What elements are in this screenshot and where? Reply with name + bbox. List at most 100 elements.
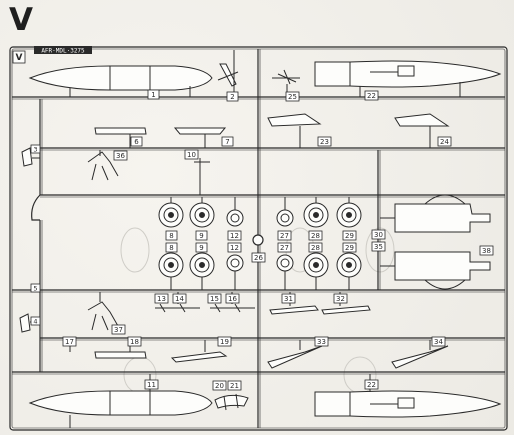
label-29-upper: 29: [342, 230, 357, 241]
svg-text:24: 24: [440, 138, 449, 146]
part-6-strut: [94, 127, 147, 148]
svg-text:9: 9: [199, 244, 203, 252]
svg-text:16: 16: [228, 295, 237, 303]
part-7-strut: [173, 127, 227, 148]
wheel-27-upper: [276, 209, 294, 227]
svg-text:11: 11: [147, 381, 156, 389]
label-24: 24: [437, 136, 452, 147]
label-1: 1: [147, 89, 160, 100]
label-28-upper: 28: [308, 230, 323, 241]
part-33-fin: [267, 340, 323, 369]
part-11-drop-tank-bottom: [28, 374, 213, 428]
label-13: 13: [154, 293, 169, 304]
label-19: 19: [217, 336, 232, 347]
label-2: 2: [226, 91, 239, 102]
svg-text:36: 36: [116, 152, 125, 160]
svg-text:27: 27: [280, 232, 289, 240]
wheel-28-upper: [303, 202, 329, 228]
svg-text:19: 19: [220, 338, 229, 346]
label-29-lower: 29: [342, 242, 357, 253]
svg-text:18: 18: [130, 338, 139, 346]
part-10-stub: [194, 158, 210, 195]
svg-text:28: 28: [311, 244, 320, 252]
svg-text:12: 12: [230, 232, 239, 240]
part-3-clip: [21, 147, 40, 167]
label-20: 20: [212, 380, 227, 391]
part-35-panel: [380, 251, 491, 290]
svg-text:4: 4: [33, 318, 37, 326]
svg-text:35: 35: [374, 243, 383, 251]
label-9-upper: 9: [195, 230, 208, 241]
svg-text:26: 26: [254, 254, 263, 262]
label-30: 30: [371, 229, 386, 240]
label-32: 32: [333, 293, 348, 304]
part-23-fin: [267, 113, 322, 148]
svg-text:5: 5: [33, 285, 37, 293]
svg-text:33: 33: [317, 338, 326, 346]
label-21: 21: [227, 380, 242, 391]
svg-text:14: 14: [175, 295, 184, 303]
svg-text:29: 29: [345, 244, 354, 252]
sprue-frame: [9, 46, 508, 431]
label-27-lower: 27: [277, 242, 292, 253]
label-26: 26: [251, 252, 266, 263]
svg-text:13: 13: [157, 295, 166, 303]
label-9-lower: 9: [195, 242, 208, 253]
svg-text:2: 2: [230, 93, 234, 101]
label-28-lower: 28: [308, 242, 323, 253]
svg-text:15: 15: [210, 295, 219, 303]
part-30-panel: [380, 194, 491, 233]
corner-tag: V: [12, 50, 26, 64]
sprue-title: V: [9, 2, 33, 38]
label-27-upper: 27: [277, 230, 292, 241]
wheel-9-lower: [189, 252, 215, 278]
label-22-bottom: 22: [364, 379, 379, 390]
label-37: 37: [111, 324, 126, 335]
svg-text:8: 8: [169, 232, 173, 240]
part-22-bomb-top: [314, 60, 502, 97]
svg-text:22: 22: [367, 381, 376, 389]
corner-tag-text: V: [16, 53, 23, 63]
svg-text:12: 12: [230, 244, 239, 252]
part-19-strut: [170, 340, 228, 363]
part-34-fin: [391, 340, 449, 369]
svg-text:34: 34: [434, 338, 443, 346]
label-12-lower: 12: [227, 242, 242, 253]
svg-text:28: 28: [311, 232, 320, 240]
svg-text:30: 30: [374, 231, 383, 239]
label-8-lower: 8: [165, 242, 178, 253]
wheel-gates: [170, 197, 350, 290]
svg-text:3: 3: [33, 146, 37, 154]
mold-code-tag: AFR·MDL·3275: [34, 46, 92, 55]
label-34: 34: [431, 336, 446, 347]
svg-text:6: 6: [134, 138, 139, 146]
wheel-29-lower: [336, 252, 362, 278]
svg-text:25: 25: [288, 93, 297, 101]
part-number-labels: 1 2 25 22 6 7 23 24 3 36 10 8 9 12 27 28…: [30, 89, 494, 391]
part-37-bracket: [87, 292, 119, 331]
wheel-12-upper: [226, 209, 244, 227]
wheel-12-lower: [226, 254, 244, 272]
part-36-bracket: [87, 150, 119, 181]
part-2-pylon: [217, 50, 239, 92]
svg-text:17: 17: [65, 338, 74, 346]
svg-text:10: 10: [187, 151, 196, 159]
wheel-9-upper: [189, 202, 215, 228]
label-38: 38: [479, 245, 494, 256]
label-8-upper: 8: [165, 230, 178, 241]
part-1-drop-tank-top: [28, 65, 213, 97]
label-35: 35: [371, 241, 386, 252]
wheel-8-upper: [158, 202, 184, 228]
svg-text:8: 8: [169, 244, 173, 252]
label-25: 25: [285, 91, 300, 102]
svg-text:21: 21: [230, 382, 239, 390]
svg-text:9: 9: [199, 232, 203, 240]
label-18: 18: [127, 336, 142, 347]
svg-text:29: 29: [345, 232, 354, 240]
svg-text:22: 22: [367, 92, 376, 100]
label-4: 4: [30, 316, 41, 326]
label-3: 3: [30, 144, 41, 154]
label-23: 23: [317, 136, 332, 147]
